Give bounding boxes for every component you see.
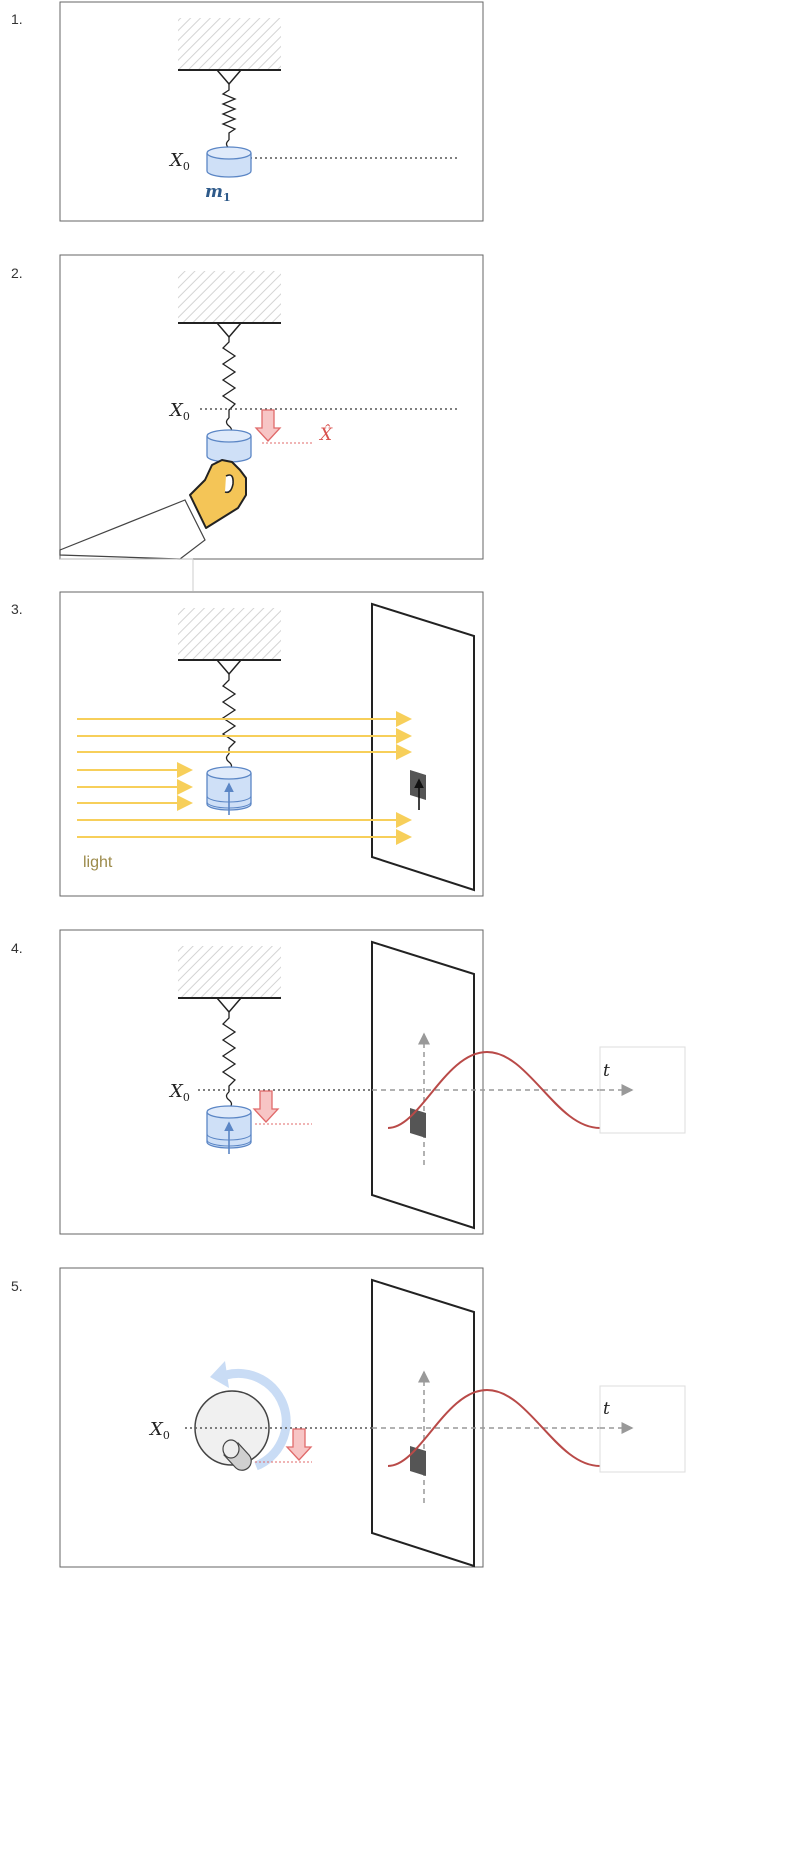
step-number-2: 2. — [11, 265, 23, 281]
displacement-arrow — [285, 1428, 313, 1461]
spring — [221, 84, 237, 140]
shadow — [410, 770, 426, 800]
mass-m1 — [206, 1105, 252, 1154]
displacement-arrow — [252, 1090, 280, 1123]
t-label: t — [603, 1061, 610, 1081]
shadow — [410, 1108, 426, 1138]
rotation-arrow — [224, 1368, 291, 1471]
ceiling-hatch — [178, 608, 281, 660]
t-label-box — [599, 1046, 686, 1134]
mass-m1 — [206, 429, 252, 463]
light-label: light — [83, 854, 113, 871]
panel-3: light — [59, 591, 484, 897]
panel-1: X0 m1 — [59, 1, 484, 222]
sleeve — [59, 499, 206, 560]
wheel-peg — [222, 1439, 252, 1471]
x0-label: X0 — [168, 1081, 190, 1104]
xhat-label: X̂ — [318, 425, 333, 445]
spring — [221, 1012, 237, 1092]
spring — [221, 337, 237, 418]
screen — [371, 940, 475, 1230]
spring — [221, 674, 237, 754]
t-label: t — [603, 1399, 610, 1419]
screen — [371, 1278, 475, 1568]
panel-2: X̂ X0 — [59, 254, 484, 591]
screen — [371, 602, 475, 892]
x0-label: X0 — [148, 1419, 170, 1442]
light-rays — [77, 711, 412, 845]
step-number-4: 4. — [11, 940, 23, 956]
displacement-wave — [387, 1388, 601, 1467]
step-number-5: 5. — [11, 1278, 23, 1294]
panel-1-frame — [59, 1, 484, 222]
x0-label: X0 — [168, 150, 190, 173]
step-number-3: 3. — [11, 601, 23, 617]
t-label-box — [599, 1385, 686, 1473]
displacement-arrow — [254, 409, 282, 442]
shadow — [410, 1446, 426, 1476]
mass-m1 — [206, 766, 252, 815]
mass-m1 — [206, 146, 252, 178]
mass-label: m1 — [205, 182, 231, 204]
ceiling-hatch — [178, 271, 281, 323]
hand-grip — [224, 474, 234, 494]
ceiling-hatch — [178, 946, 281, 998]
x0-label: X0 — [168, 400, 190, 423]
panel-4: X0 t — [59, 929, 686, 1235]
ceiling-hatch — [178, 18, 281, 70]
displacement-wave — [387, 1050, 601, 1129]
step-number-1: 1. — [11, 11, 23, 27]
panel-5: X0 t — [59, 1267, 686, 1568]
